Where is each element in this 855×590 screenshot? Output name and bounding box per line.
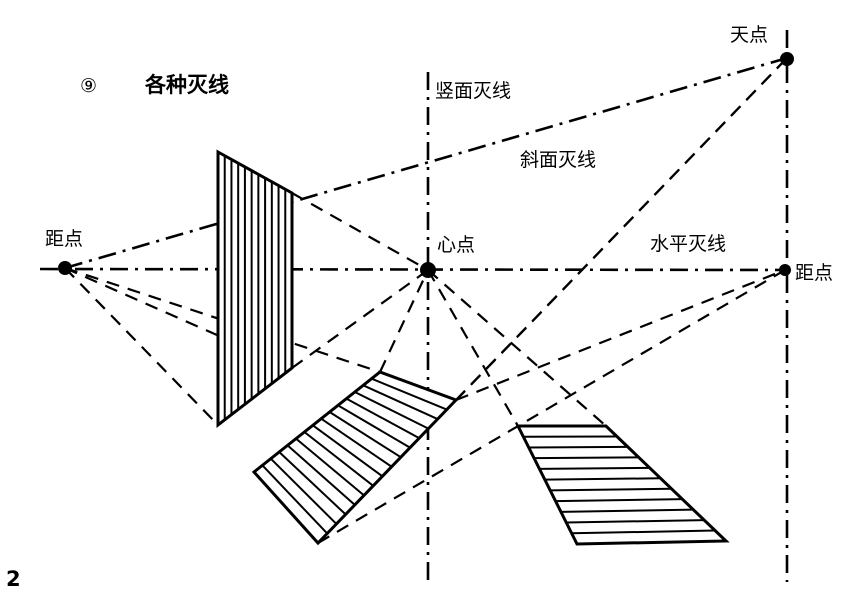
hatch-line	[329, 411, 402, 459]
figure-title: 各种灭线	[144, 73, 229, 97]
hatch-line	[528, 445, 628, 449]
hatch-line	[539, 466, 650, 470]
hatch-line	[560, 508, 694, 513]
vertical-vanishing-line-label: 竖面灭线	[435, 80, 511, 102]
hatch-line	[371, 377, 448, 411]
hatch-line	[337, 404, 411, 449]
hatch-line	[261, 464, 328, 535]
distance-point-right-label: 距点	[795, 262, 833, 284]
hatch-line	[295, 437, 365, 497]
center-point-dot	[420, 262, 436, 278]
hatch-line	[550, 487, 672, 492]
sky-point-label: 天点	[730, 24, 768, 46]
hatch-line	[286, 444, 356, 506]
hatch-line	[270, 457, 338, 525]
hatch-line	[312, 424, 383, 478]
figure-number: ⑨	[80, 75, 97, 97]
distance-point-right-dot	[779, 264, 791, 276]
hatch-line	[303, 431, 374, 487]
inclined-vanishing-line-label: 斜面灭线	[520, 149, 596, 171]
vertical-plane	[216, 149, 294, 429]
hatch-line	[566, 519, 705, 524]
inclined-plane	[251, 370, 459, 546]
hatch-line	[534, 456, 639, 460]
page-number: 2	[6, 567, 21, 590]
hatch-line	[555, 498, 683, 503]
hatch-line	[345, 397, 420, 440]
hatch-line	[354, 391, 429, 430]
hatch-line	[278, 451, 347, 516]
hatch-line	[362, 384, 439, 420]
hatch-line	[571, 529, 716, 535]
horizontal-plane	[515, 424, 730, 546]
horizontal-vanishing-line-label: 水平灭线	[650, 233, 726, 255]
center-point-label: 心点	[437, 234, 475, 256]
inclined-vanishing-line	[64, 56, 788, 270]
hatch-line	[320, 417, 393, 468]
construction-lines	[64, 57, 788, 544]
hatch-line	[544, 477, 661, 481]
sky-point-dot	[780, 52, 794, 66]
distance-point-left-label: 距点	[45, 228, 83, 250]
distance-point-left-dot	[58, 261, 72, 275]
horizontal-vanishing-line	[39, 267, 786, 272]
